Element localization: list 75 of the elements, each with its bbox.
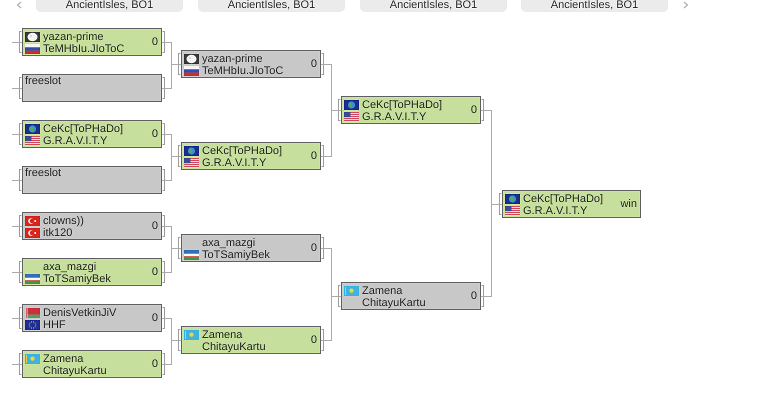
team-box [341, 96, 481, 124]
team-box [22, 258, 162, 286]
player-name: ToTSamiyBek [202, 249, 270, 261]
player-name: DenisVetkinJiV [43, 307, 116, 319]
score-label: 0 [152, 36, 158, 48]
player-name: ChitayuKartu [362, 297, 426, 309]
slot-label: freeslot [25, 75, 62, 87]
player-name: yazan-prime [43, 31, 104, 43]
player-name: HHF [43, 319, 66, 331]
player-name: Zamena [43, 353, 84, 365]
player-name: G.R.A.V.I.T.Y [202, 157, 266, 169]
player-name: CeKc[ToPHaDo] [43, 123, 124, 135]
round-header: AncientIsles, BO1 [198, 0, 345, 12]
team-box [22, 212, 162, 240]
score-label: 0 [152, 266, 158, 278]
score-label: 0 [152, 312, 158, 324]
stub-line [12, 88, 22, 89]
stub-line [12, 272, 22, 273]
player-name: TeMHbIu.JIoToC [43, 43, 124, 55]
bracket-line [480, 204, 502, 297]
player-name: axa_mazgi [43, 261, 96, 273]
player-name: yazan-prime [202, 53, 263, 65]
player-name: G.R.A.V.I.T.Y [362, 111, 426, 123]
stub-line [12, 318, 22, 319]
team-box [181, 50, 321, 78]
stub-line [12, 180, 22, 181]
team-box [22, 350, 162, 378]
bracket-line [162, 248, 182, 273]
score-label: 0 [152, 128, 158, 140]
score-label: 0 [310, 334, 317, 346]
stub-line [12, 42, 22, 43]
bracket-line [320, 296, 342, 341]
team-box [22, 304, 162, 332]
player-name: Zamena [202, 329, 242, 341]
score-label: 0 [310, 150, 317, 162]
score-label: 0 [310, 242, 317, 254]
score-label: 0 [470, 104, 477, 116]
round-header: AncientIsles, BO1 [360, 0, 507, 12]
team-box [181, 234, 321, 262]
round-header: AncientIsles, BO1 [36, 0, 183, 12]
player-name: axa_mazgi [202, 237, 256, 249]
team-box [502, 190, 641, 218]
score-label: win [620, 198, 637, 210]
team-box [341, 282, 481, 310]
player-name: G.R.A.V.I.T.Y [43, 135, 108, 147]
team-box [22, 28, 162, 56]
team-box [22, 120, 162, 148]
player-name: ToTSamiyBek [43, 273, 111, 285]
round-header: AncientIsles, BO1 [521, 0, 668, 12]
slot-label: freeslot [25, 167, 62, 179]
player-name: CeKc[ToPHaDo] [362, 99, 442, 111]
score-label: 0 [470, 290, 477, 302]
player-name: TeMHbIu.JIoToC [202, 65, 284, 77]
bracket-line [162, 156, 182, 181]
bracket-line [162, 64, 182, 89]
team-box [181, 326, 321, 354]
team-box [181, 142, 321, 170]
score-label: 0 [152, 358, 158, 370]
player-name: ChitayuKartu [43, 365, 107, 377]
player-name: CeKc[ToPHaDo] [202, 145, 282, 157]
stub-line [12, 226, 22, 227]
player-name: G.R.A.V.I.T.Y [523, 205, 588, 217]
score-label: 0 [152, 220, 158, 232]
stub-line [12, 134, 22, 135]
bracket-line [162, 340, 182, 365]
player-name: itk120 [43, 227, 72, 239]
bracket-line [320, 110, 342, 157]
stub-line [12, 364, 22, 365]
player-name: clowns)) [43, 215, 84, 227]
player-name: ChitayuKartu [202, 341, 266, 353]
player-name: CeKc[ToPHaDo] [523, 193, 604, 205]
score-label: 0 [310, 58, 317, 70]
empty-slot-box [22, 166, 162, 194]
empty-slot-box [22, 74, 162, 102]
player-name: Zamena [362, 285, 402, 297]
